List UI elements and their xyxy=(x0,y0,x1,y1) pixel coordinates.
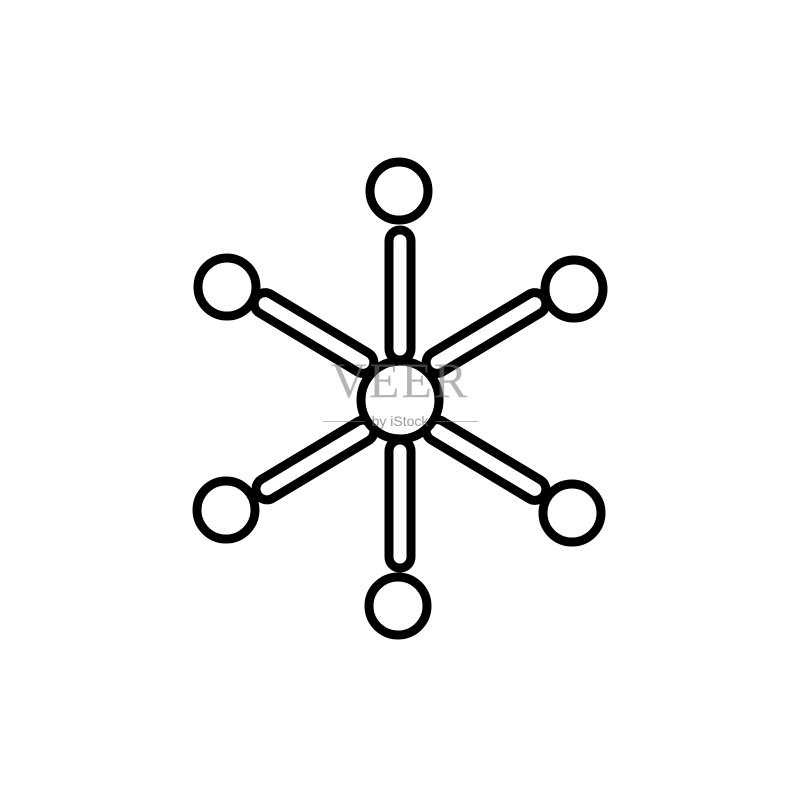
watermark-brand: VEER xyxy=(330,352,470,408)
atom-center xyxy=(356,356,444,444)
bond-bottom xyxy=(384,435,416,573)
atom-top-right xyxy=(540,255,608,323)
atom-bottom-left xyxy=(192,476,260,544)
bond-bottom-left xyxy=(251,415,379,505)
bond-bottom-right xyxy=(421,415,551,505)
atom-top xyxy=(365,157,433,225)
atom-bottom xyxy=(364,572,432,640)
atom-bottom-right xyxy=(538,479,606,547)
watermark-rule-left xyxy=(323,421,365,422)
atom-top-left xyxy=(193,253,261,321)
watermark-sub: by iStock xyxy=(371,413,429,429)
bond-top xyxy=(384,225,416,365)
watermark-rule-right xyxy=(436,421,478,422)
